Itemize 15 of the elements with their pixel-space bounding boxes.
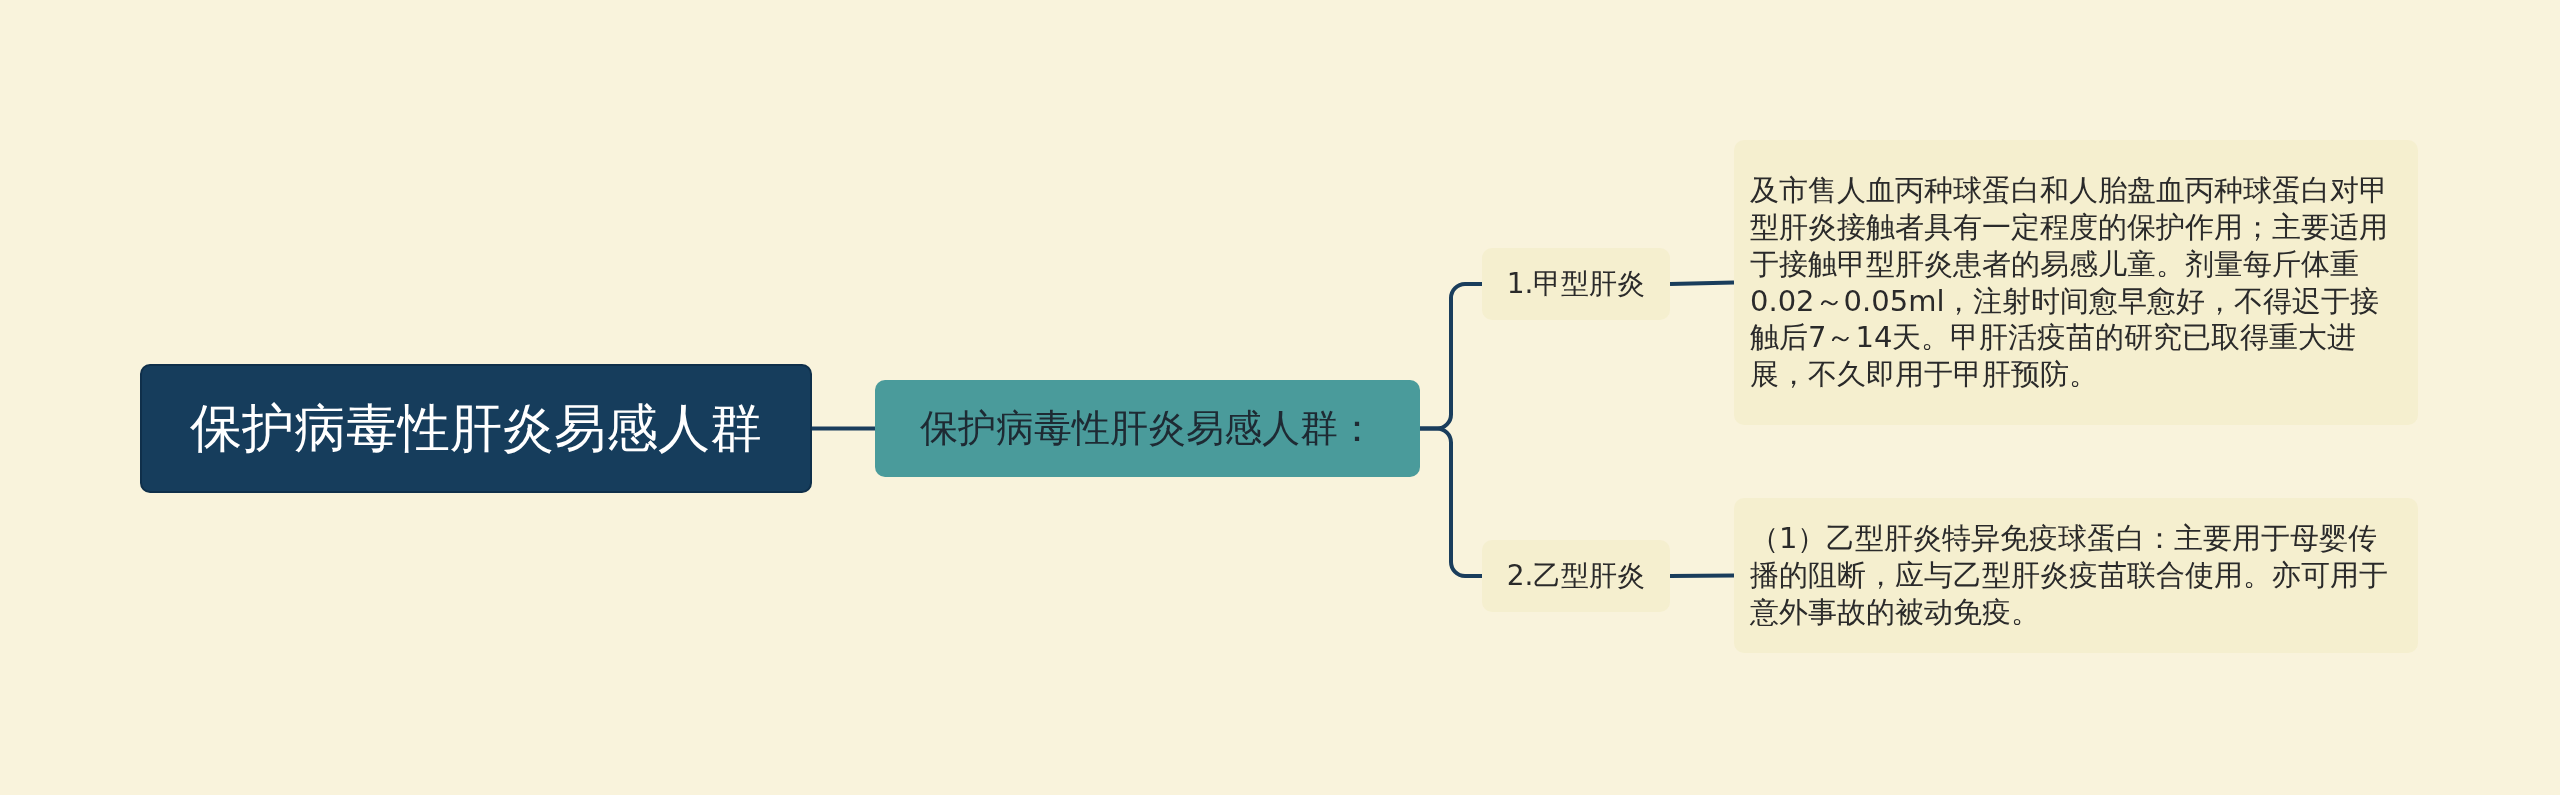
connector-line [1670,573,1734,578]
note-text: （1）乙型肝炎特异免疫球蛋白：主要用于母婴传播的阻断，应与乙型肝炎疫苗联合使用。亦可用于意外事故的被动免疫。 [1750,520,2389,631]
connector-line [812,426,875,431]
main-topic-box [875,380,1420,477]
topic-text: 保护病毒性肝炎易感人群 [190,397,762,460]
subtopic-box [1482,248,1670,320]
topic-text: 1.甲型肝炎 [1506,267,1646,301]
connector-line [1669,280,1735,286]
subtopic-box [1482,540,1670,612]
topic-text: 2.乙型肝炎 [1506,559,1646,593]
note-box [1734,140,2418,425]
topic-text: 保护病毒性肝炎易感人群： [919,405,1376,452]
note-box [1734,498,2418,653]
root-topic-box [140,364,812,493]
note-text: 及市售人血丙种球蛋白和人胎盘血丙种球蛋白对甲型肝炎接触者具有一定程度的保护作用；主要适用于接触甲型肝炎患者的易感儿童。剂量每斤体重0.02～0.05ml，注射时间愈早愈好，不得迟于接触后7～14天。甲肝活疫苗的研究已取得重大进展，不久即用于甲肝预防。 [1750,172,2389,393]
